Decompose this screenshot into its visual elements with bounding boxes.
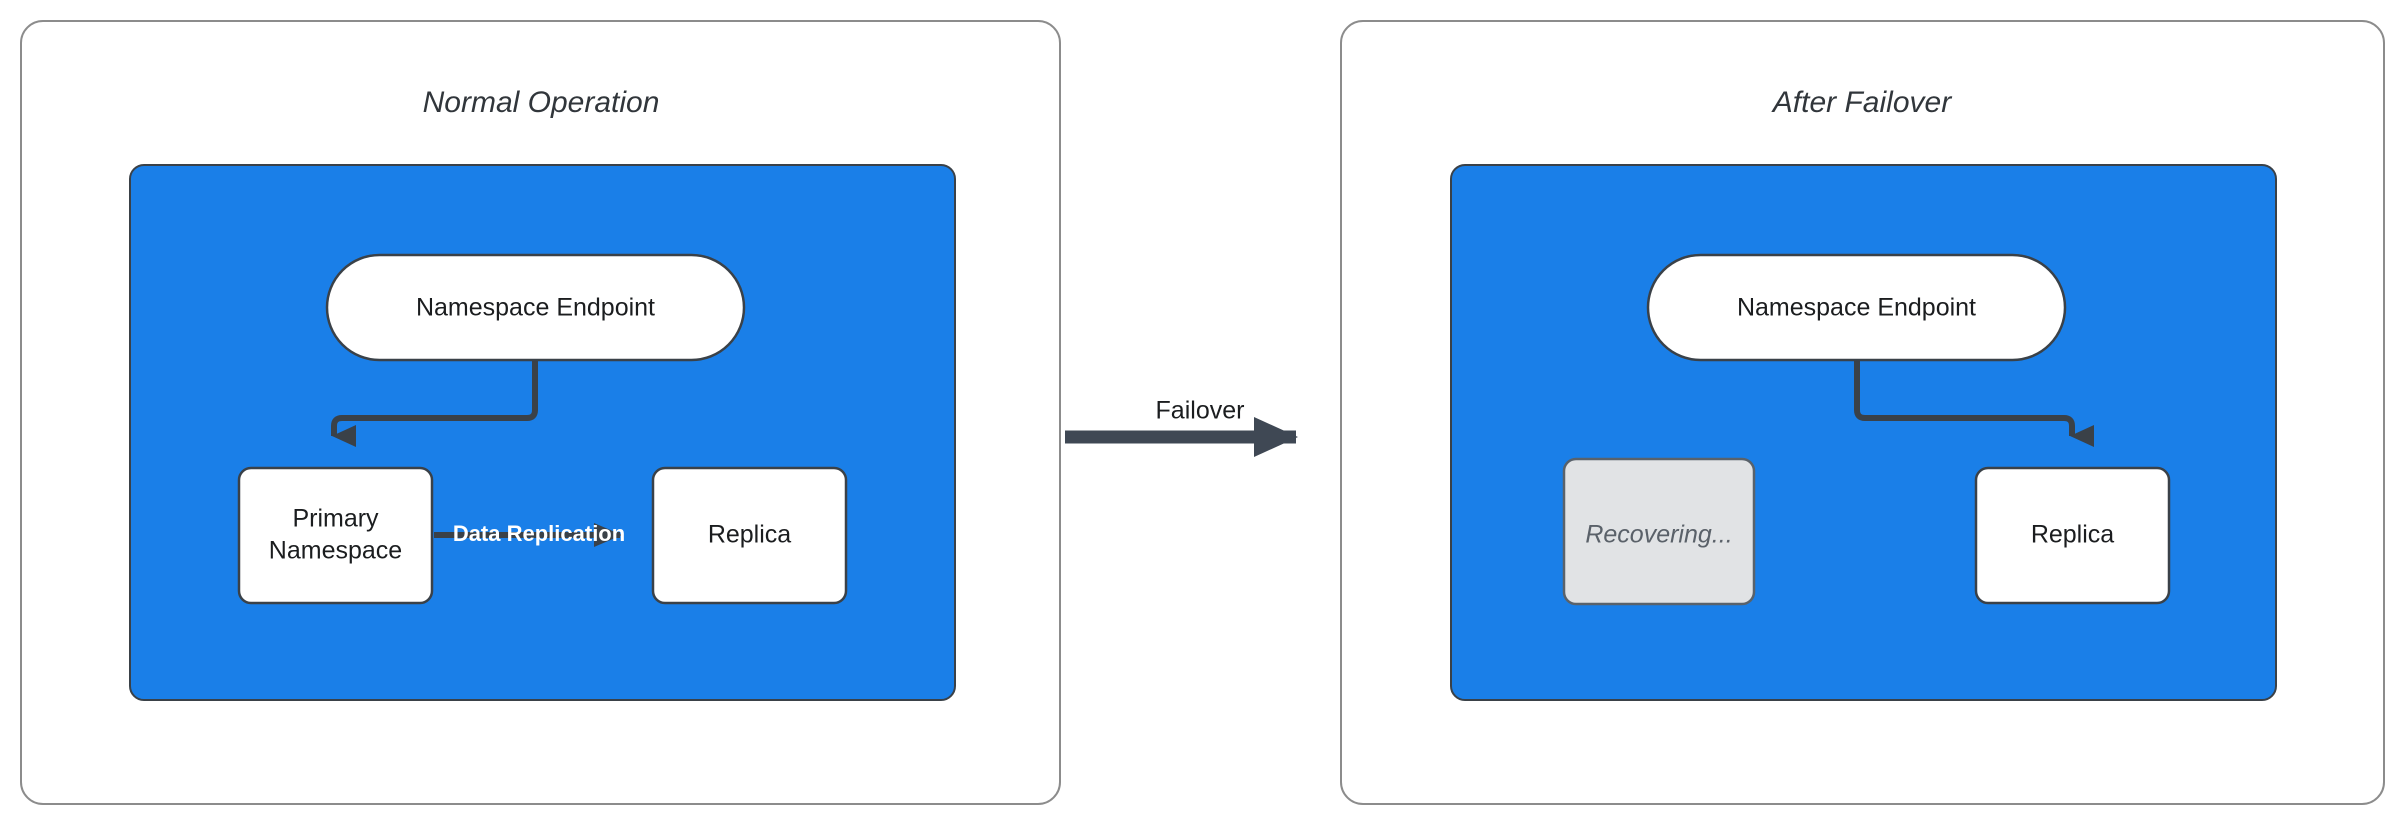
panel-after-failover: After Failover Namespace Endpoint Recove…: [1340, 20, 2385, 805]
node-label-endpoint-right: Namespace Endpoint: [1737, 294, 1976, 322]
node-recovering-right[interactable]: Recovering...: [1562, 457, 1756, 606]
edge-label-data-replication: Data Replication: [453, 521, 625, 546]
edge-endpoint-to-primary: [331, 258, 538, 447]
node-label-primary-namespace-line2: Namespace: [269, 537, 402, 565]
node-shape-replica-left: [651, 466, 848, 605]
zone-normal-operation: [129, 164, 956, 701]
node-label-replica-left: Replica: [708, 521, 791, 549]
node-endpoint-left[interactable]: Namespace Endpoint: [325, 253, 746, 362]
node-shape-endpoint-right: [1646, 253, 2067, 362]
panel-normal-operation: Normal Operation Namespace Endpoint Prim…: [20, 20, 1061, 805]
node-endpoint-right[interactable]: Namespace Endpoint: [1646, 253, 2067, 362]
node-label-endpoint-left: Namespace Endpoint: [416, 294, 655, 322]
node-primary-namespace-left[interactable]: Primary Namespace: [237, 466, 434, 605]
node-shape-primary-namespace-left: [237, 466, 434, 605]
node-label-recovering-right: Recovering...: [1585, 521, 1732, 549]
node-shape-replica-right: [1974, 466, 2171, 605]
node-label-primary-namespace-line1: Primary: [292, 505, 379, 533]
edge-endpoint-to-replica: [1854, 258, 2094, 447]
zone-after-failover: [1450, 164, 2277, 701]
node-label-replica-right: Replica: [2031, 521, 2114, 549]
node-shape-recovering-right: [1562, 457, 1756, 606]
node-replica-right[interactable]: Replica: [1974, 466, 2171, 605]
panel-title-normal-operation: Normal Operation: [423, 86, 660, 119]
failover-arrow-label: Failover: [1156, 397, 1245, 425]
node-shape-endpoint-left: [325, 253, 746, 362]
transition-failover: Failover: [1065, 397, 1298, 457]
panel-title-after-failover: After Failover: [1771, 86, 1952, 119]
node-replica-left[interactable]: Replica: [651, 466, 848, 605]
